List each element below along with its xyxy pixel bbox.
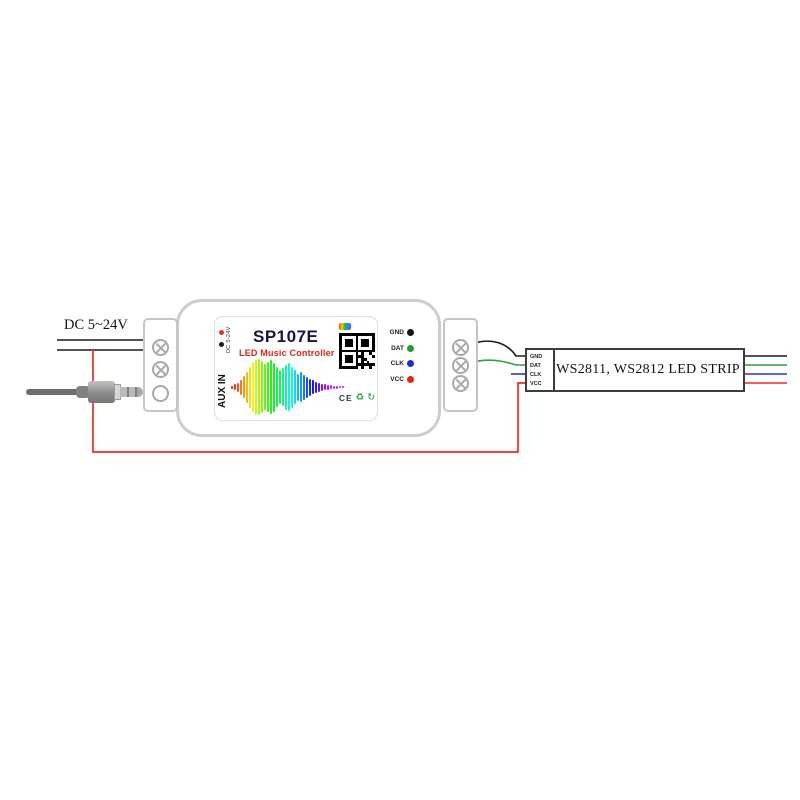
- dc-port-label: DC 5-24V: [226, 326, 232, 354]
- cycle-icon: ↻: [367, 392, 376, 404]
- output-pin-legend: GND DAT CLK VCC: [380, 325, 414, 387]
- pin-dot-clk: [407, 360, 414, 368]
- ce-mark: CE: [338, 393, 353, 403]
- screw-terminal: [152, 339, 169, 356]
- pin-label: VCC: [390, 376, 404, 384]
- strip-title: WS2811, WS2812 LED STRIP: [556, 362, 740, 377]
- qr-code: [339, 333, 375, 369]
- model-name: SP107E: [253, 327, 319, 346]
- terminal-block-left: [143, 318, 178, 412]
- product-subtitle: LED Music Controller: [239, 348, 335, 358]
- screw-terminal: [152, 361, 169, 378]
- pin-label: DAT: [391, 344, 404, 352]
- pin-dot-vcc: [407, 376, 414, 384]
- certification-marks: CE ♻ ↻: [335, 391, 379, 405]
- dc-positive-dot: [219, 330, 224, 335]
- dc-voltage-label: DC 5~24V: [64, 317, 128, 333]
- app-logo-icon: [339, 323, 351, 330]
- screw-terminal: [452, 375, 469, 392]
- pin-label: CLK: [390, 360, 404, 368]
- recycle-icon: ♻: [355, 392, 365, 404]
- led-strip: GND DAT CLK VCC WS2811, WS2812 LED STRIP: [525, 348, 745, 392]
- strip-pad-clk: CLK: [530, 372, 542, 378]
- strip-pad-divider: [553, 350, 555, 390]
- pin-dot-dat: [407, 344, 414, 352]
- jack-body: [88, 381, 115, 403]
- controller-label: DC 5-24V AUX IN SP107E LED Music Control…: [214, 316, 378, 421]
- pin-dot-gnd: [407, 329, 414, 337]
- strip-pad-gnd: GND: [530, 354, 543, 360]
- screw-terminal: [452, 339, 469, 356]
- jack-cable: [26, 389, 82, 395]
- pin-row-dat: DAT: [380, 341, 414, 357]
- waveform: [231, 359, 345, 415]
- strip-pad-vcc: VCC: [530, 381, 542, 387]
- jack-plug-tip: [120, 387, 143, 397]
- pin-row-clk: CLK: [380, 356, 414, 372]
- terminal-block-right: [443, 318, 478, 412]
- strip-pad-dat: DAT: [530, 363, 541, 369]
- aux-socket: [152, 385, 169, 402]
- screw-terminal: [452, 357, 469, 374]
- pin-label: GND: [389, 329, 404, 337]
- jack-strain-relief: [76, 386, 90, 398]
- pin-row-vcc: VCC: [380, 372, 414, 388]
- pin-row-gnd: GND: [380, 325, 414, 341]
- dc-negative-dot: [219, 342, 224, 347]
- aux-port-label: AUX IN: [217, 374, 228, 408]
